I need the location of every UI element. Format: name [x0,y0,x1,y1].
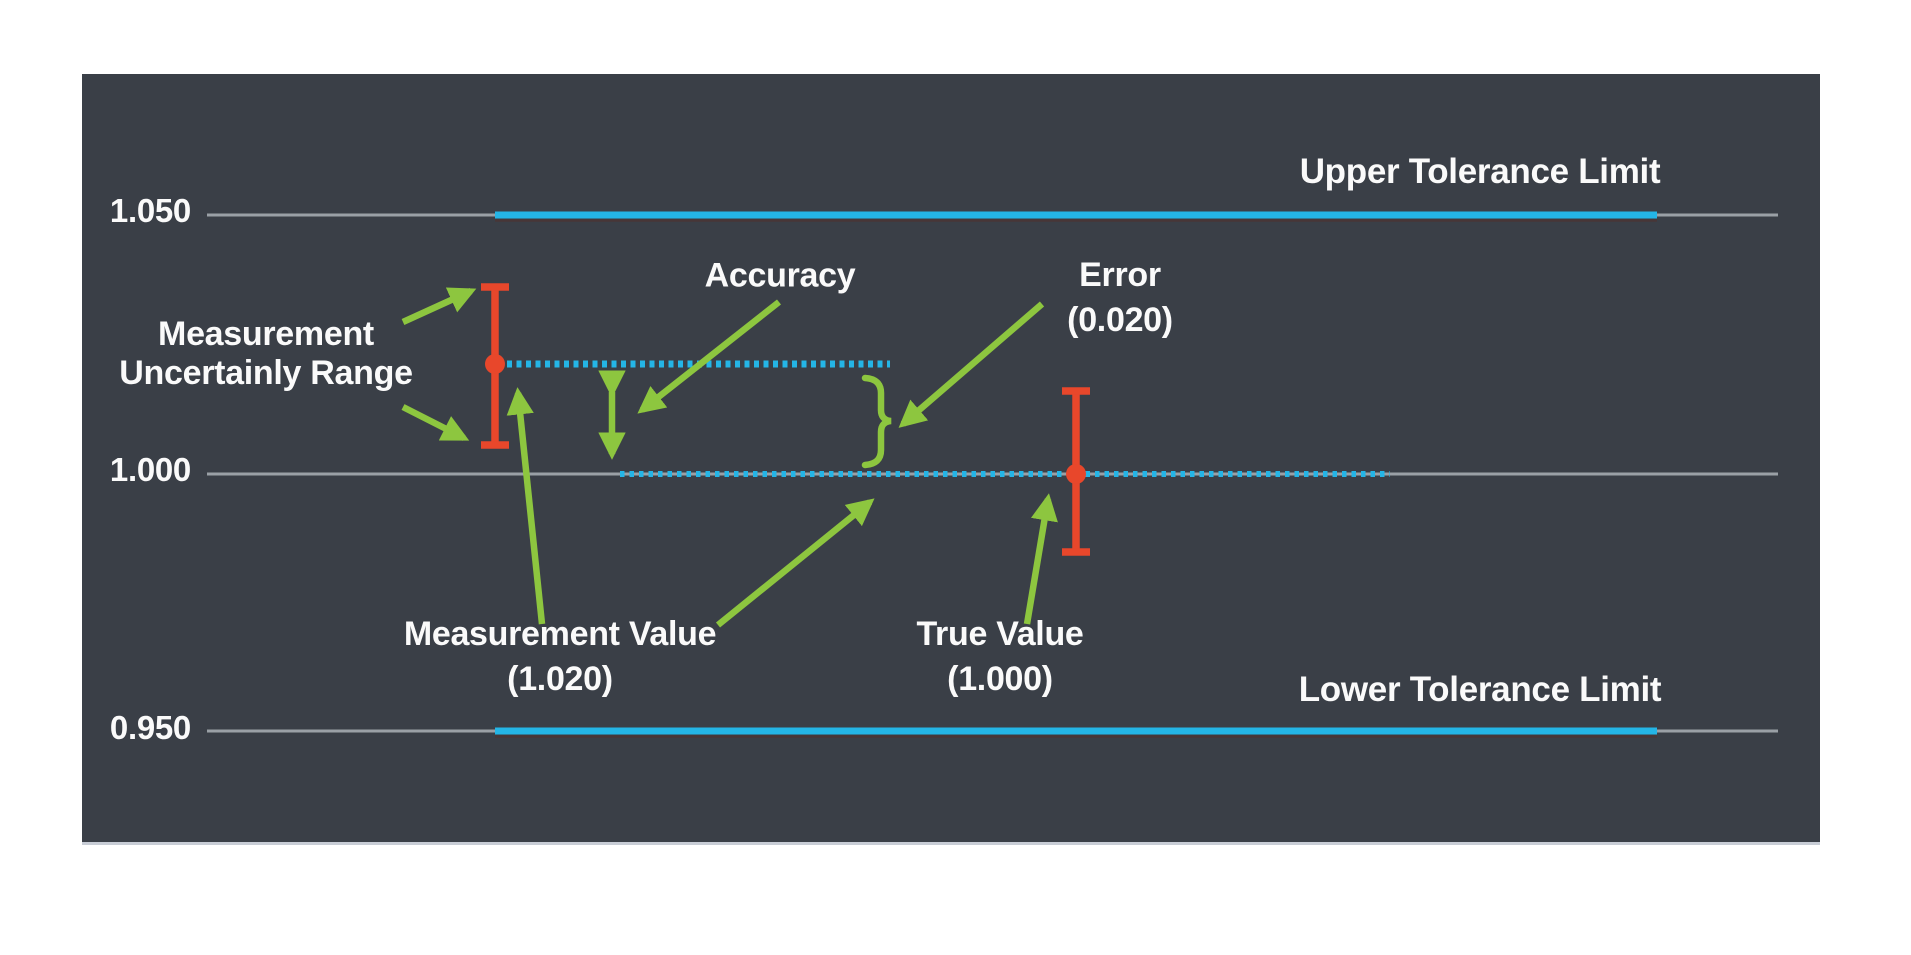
axis-tick-1050: 1.050 [109,192,191,229]
error-arrow-icon [898,301,1045,428]
measurement-uncertainty-line2: Uncertainly Range [119,354,413,392]
true-value-arrow-icon [1023,493,1058,625]
error-label: Error (0.020) [1067,253,1173,343]
upper-tolerance-line [207,211,1778,222]
uncertainty-lower-arrow-icon [401,404,470,441]
error-label-line2: (0.020) [1067,301,1173,339]
true-value-error-bar [1062,387,1090,556]
true-value-line2: (1.000) [947,660,1053,698]
accuracy-label: Accuracy [704,256,856,295]
measurement-point [485,354,505,374]
measurement-line-arrow-icon [715,498,875,628]
measurement-value-label: Measurement Value (1.020) [403,612,717,702]
measurement-value-arrow-icon [506,387,546,625]
measurement-uncertainty-line1: Measurement [158,315,374,353]
lower-tolerance-line [207,727,1778,738]
measurement-error-bar [481,283,509,449]
axis-tick-1000: 1.000 [109,451,191,488]
measurement-value-line2: (1.020) [507,660,613,698]
chart-panel [82,74,1820,842]
error-label-line1: Error [1079,256,1161,294]
true-value-label: True Value (1.000) [916,612,1083,702]
axis-tick-0950: 0.950 [109,709,191,746]
uncertainty-upper-arrow-icon [401,287,477,325]
true-value-line1: True Value [916,615,1084,653]
upper-tolerance-label: Upper Tolerance Limit [1299,152,1661,191]
measurement-value-line1: Measurement Value [403,615,717,653]
lower-tolerance-label: Lower Tolerance Limit [1298,670,1662,709]
true-value-point [1066,464,1086,484]
measurement-uncertainty-label: Measurement Uncertainly Range [119,315,413,393]
error-brace-icon [861,374,892,469]
accuracy-arrow-icon [637,299,782,414]
